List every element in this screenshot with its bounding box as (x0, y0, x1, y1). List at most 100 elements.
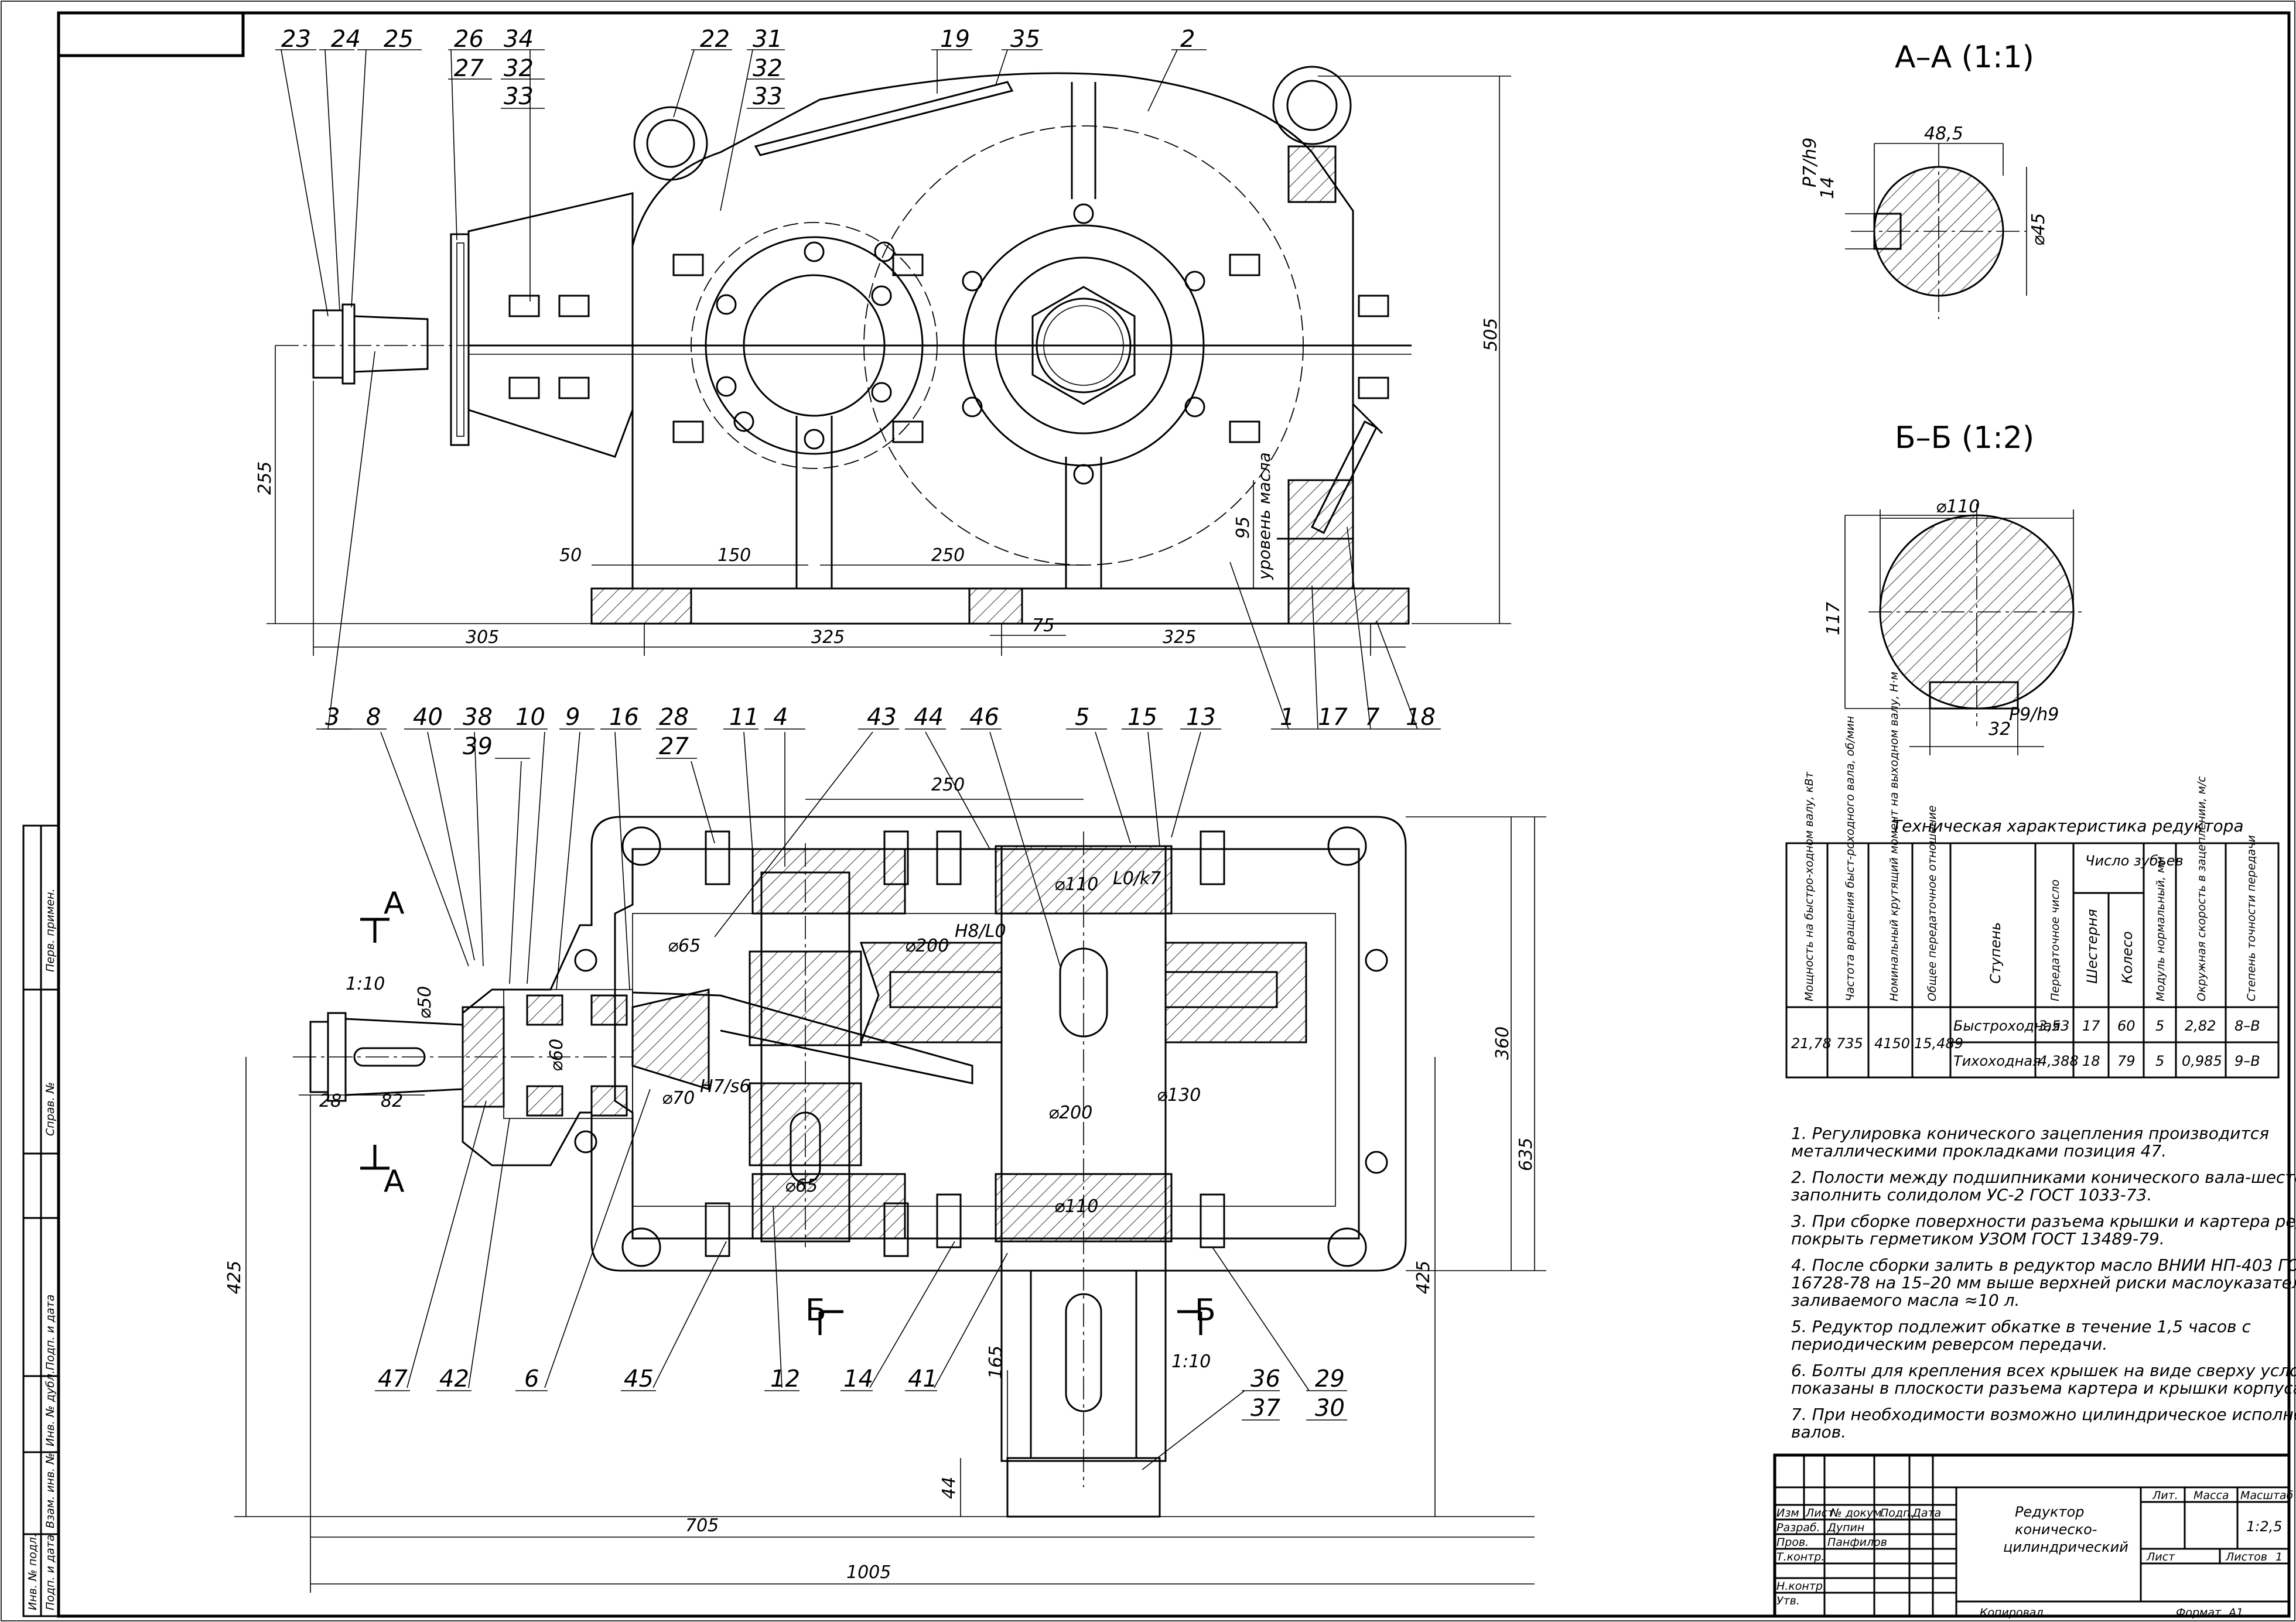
tb-title-2: коническо- (2015, 1521, 2097, 1538)
row1-pinion: 17 (2082, 1018, 2100, 1034)
technical-notes: 1. Регулировка конического зацепления пр… (1791, 1124, 2296, 1442)
plan-view-labels: 8 8 40 38 39 10 9 16 28 27 11 4 43 44 46… (322, 704, 1347, 1470)
note-6: 6. Болты для крепления всех крышек на ви… (1791, 1361, 2296, 1398)
row2-accuracy: 9–В (2234, 1053, 2260, 1069)
plan-label-47: 47 (378, 1366, 408, 1392)
plan-label-46: 46 (969, 704, 999, 731)
tb-razrab-name: Дупин (1827, 1521, 1864, 1534)
dim-325-b: 325 (1163, 627, 1196, 648)
tb-format-val: A1 (2227, 1606, 2243, 1619)
tb-nkontr: Н.контр. (1776, 1580, 1826, 1593)
tb-list: Лист (1805, 1507, 1834, 1520)
row2-pinion: 18 (2082, 1053, 2100, 1069)
tb-title-1: Редуктор (2015, 1504, 2084, 1520)
label-33: 33 (504, 83, 534, 110)
plan-label-43: 43 (867, 704, 897, 731)
spec-table: Техническая характеристика редуктора Мощ… (1785, 672, 2280, 1079)
stamp-inv-podl: Инв. № подл. (26, 1534, 39, 1610)
dim-505: 505 (1481, 318, 1501, 351)
label-34: 34 (504, 26, 534, 53)
label-35: 35 (1010, 26, 1040, 53)
header-velocity: Окружная скорость в зацеплении, м/с (2195, 776, 2208, 1001)
plan-label-11: 11 (729, 704, 759, 731)
dim-325-a: 325 (811, 627, 845, 648)
label-23: 23 (281, 26, 311, 53)
plan-label-15: 15 (1128, 704, 1157, 731)
plan-label-45: 45 (624, 1366, 654, 1392)
header-ratio: Передаточное число (2049, 880, 2062, 1001)
side-stamp: Перв. примен. Справ. № Подп. и дата Инв.… (22, 824, 60, 1617)
cell-ratio-total: 15,489 (1914, 1035, 1963, 1052)
plan-dim-taper-a: 1:10 (346, 974, 385, 994)
cell-torque: 4150 (1874, 1035, 1910, 1052)
plan-dim-635: 635 (1516, 1138, 1536, 1171)
section-b-right: Б (1195, 1293, 1216, 1328)
label-24: 24 (331, 26, 361, 53)
plan-label-28: 28 (659, 704, 689, 731)
label-32b: 32 (753, 55, 783, 82)
front-view (275, 66, 1412, 625)
header-power: Мощность на быстро-ходном валу, кВт (1803, 771, 1816, 1001)
bb-dim-117: 117 (1823, 602, 1844, 635)
section-bb: Б–Б (1:2) ⌀110 117 32 P9/h9 (1823, 420, 2085, 755)
tb-title-3: цилиндрический (2003, 1539, 2128, 1555)
label-27: 27 (454, 55, 484, 82)
plan-view-dimensions: 250 1:10 1:10 ⌀50 28 82 ⌀60 ⌀65 ⌀65 ⌀200… (224, 775, 1546, 1593)
plan-dim-425-b: 425 (1413, 1261, 1434, 1294)
header-module: Модуль нормальный, мм (2154, 856, 2167, 1001)
dim-250: 250 (931, 545, 965, 566)
label-26: 26 (454, 26, 484, 53)
plan-view: А А Б Б (293, 816, 1407, 1518)
tb-sheet: Лист (2146, 1551, 2175, 1563)
section-a-bottom: А (384, 1164, 405, 1199)
row2-ratio: 4,388 (2038, 1053, 2079, 1069)
bb-dim-d110: ⌀110 (1936, 497, 1980, 517)
note-3: 3. При сборке поверхности разъема крышки… (1791, 1212, 2296, 1248)
plan-dim-d65-b: ⌀65 (785, 1176, 818, 1196)
note-1: 1. Регулировка конического зацепления пр… (1791, 1124, 2269, 1161)
tb-utv: Утв. (1776, 1594, 1800, 1607)
label-17: 17 (1318, 704, 1348, 731)
plan-label-5: 5 (1075, 704, 1089, 731)
label-32: 32 (504, 55, 534, 82)
tb-scale: 1:2,5 (2246, 1518, 2283, 1535)
plan-label-44: 44 (914, 704, 944, 731)
label-1: 1 (1280, 704, 1294, 731)
plan-label-16: 16 (609, 704, 639, 731)
header-speed: Частота вращения быст-роходного вала, об… (1844, 716, 1857, 1001)
plan-label-9: 9 (565, 704, 580, 731)
cell-speed: 735 (1836, 1035, 1863, 1052)
header-stage: Ступень (1987, 922, 2004, 984)
spec-table-title: Техническая характеристика редуктора (1892, 816, 2244, 836)
stamp-sprav: Справ. № (44, 1082, 57, 1136)
plan-dim-fit-h8l0: H8/L0 (955, 921, 1006, 942)
dim-75: 75 (1032, 615, 1054, 636)
row1-accuracy: 8–В (2234, 1018, 2260, 1034)
plan-dim-d70: ⌀70 (662, 1088, 695, 1108)
section-b-left: Б (805, 1293, 826, 1328)
label-22: 22 (700, 26, 730, 53)
header-torque: Номинальный крутящий момент на выходном … (1888, 672, 1901, 1001)
plan-dim-fit-l0k7: L0/k7 (1113, 868, 1161, 889)
header-pinion: Шестерня (2084, 909, 2100, 984)
plan-dim-28: 28 (319, 1091, 341, 1111)
tb-masshtab: Масштаб (2240, 1489, 2294, 1502)
plan-label-4: 4 (773, 704, 788, 731)
section-aa-title: А–А (1:1) (1895, 40, 2034, 75)
plan-label-29: 29 (1315, 1366, 1345, 1392)
plan-label-6: 6 (524, 1366, 539, 1392)
plan-dim-425-a: 425 (224, 1261, 245, 1294)
plan-dim-d130: ⌀130 (1157, 1085, 1201, 1106)
row2-module: 5 (2155, 1053, 2164, 1069)
plan-dim-taper-b: 1:10 (1171, 1351, 1211, 1372)
plan-label-8: 8 (366, 704, 381, 731)
plan-label-39: 39 (463, 733, 493, 760)
aa-dim-d45: ⌀45 (2028, 213, 2049, 246)
tb-sheets-val: 1 (2276, 1551, 2283, 1563)
label-2: 2 (1180, 26, 1195, 53)
cell-power: 21,78 (1791, 1035, 1832, 1052)
plan-label-14: 14 (843, 1366, 873, 1392)
tb-prov: Пров. (1776, 1536, 1809, 1549)
row2-wheel: 79 (2117, 1053, 2136, 1069)
